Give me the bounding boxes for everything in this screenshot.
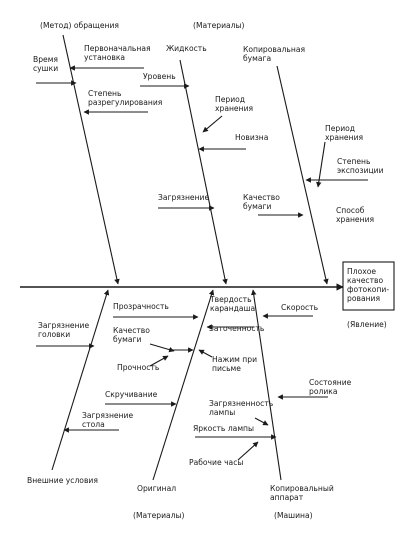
- drying-time-label-1: Время: [33, 55, 58, 64]
- pencil-hardness-label-2: карандаша: [210, 304, 255, 313]
- machine-bone: [251, 289, 282, 481]
- effect-line-4: рования: [347, 294, 380, 303]
- original-paper-quality-label-1: Качество: [113, 326, 150, 335]
- strength-label: Прочность: [117, 363, 160, 372]
- degree-unglue-label-2: разрегулирования: [88, 98, 162, 107]
- liquid-storage-label-2: хранения: [215, 104, 253, 113]
- speed-label: Скорость: [281, 303, 319, 312]
- liquid-label: Жидкость: [166, 44, 207, 53]
- paper-storage-label-2: хранения: [325, 133, 363, 142]
- novelty-label: Новизна: [235, 133, 268, 142]
- head-contamination-label-2: головки: [38, 330, 70, 339]
- initial-setup-label-1: Первоначальная: [84, 44, 151, 53]
- transparency-label: Прозрачность: [113, 302, 169, 311]
- copy-paper-quality-label-1: Качество: [243, 193, 280, 202]
- paper-storage-label-1: Период: [325, 124, 355, 133]
- lamp-contamination-arrow: [254, 417, 269, 426]
- machine-tag: (Машина): [274, 511, 313, 520]
- head-contamination-label-1: Загрязнение: [38, 321, 89, 330]
- liquid-storage-arrow: [202, 115, 223, 133]
- degree-unglue-label-1: Степень: [88, 89, 122, 98]
- method-bone: [62, 34, 120, 285]
- roller-state-label-1: Состояние: [309, 378, 352, 387]
- copy-paper-label-2: бумага: [243, 54, 271, 63]
- copier-label-1: Копировальный: [270, 484, 334, 493]
- copy-paper-label-1: Копировальная: [243, 45, 305, 54]
- operating-hours-arrow: [237, 441, 259, 461]
- original-paper-quality-label-2: бумаги: [113, 335, 142, 344]
- liquid-bone: [179, 59, 228, 285]
- roller-state-label-2: ролика: [309, 387, 338, 396]
- exposure-degree-label-1: Степень: [337, 157, 371, 166]
- external-bone: [51, 289, 110, 471]
- original-tag: (Материалы): [133, 511, 185, 520]
- original-label: Оригинал: [137, 484, 176, 493]
- curling-label: Скручивание: [105, 390, 158, 399]
- effect-line-1: Плохое: [347, 267, 376, 276]
- writing-pressure-label-1: Нажим при: [212, 355, 257, 364]
- copy-paper-quality-label-2: бумаги: [243, 202, 272, 211]
- storage-method-label-2: хранения: [336, 215, 374, 224]
- effect-line-3: фотокопи-: [347, 285, 389, 294]
- lamp-contamination-label-1: Загрязненность: [209, 399, 274, 408]
- lamp-contamination-label-2: лампы: [209, 408, 235, 417]
- writing-pressure-label-2: письме: [212, 364, 241, 373]
- storage-method-label-1: Способ: [336, 206, 365, 215]
- operating-hours-label: Рабочие часы: [189, 458, 243, 467]
- effect-tag: (Явление): [347, 320, 387, 329]
- external-conditions-label: Внешние условия: [27, 476, 98, 485]
- lamp-brightness-label: Яркость лампы: [193, 424, 254, 433]
- strength-arrow: [149, 355, 169, 367]
- effect-box: [342, 261, 395, 311]
- materials-category-label: (Материалы): [193, 21, 245, 30]
- liquid-storage-label-1: Период: [215, 95, 245, 104]
- table-contamination-label-1: Загрязнение: [82, 411, 133, 420]
- pencil-hardness-label-1: Твердость: [209, 295, 252, 304]
- copier-label-2: аппарат: [270, 493, 304, 502]
- liquid-contamination-label: Загрязнение: [158, 193, 209, 202]
- copy-paper-bone: [276, 65, 329, 285]
- drying-time-label-2: сушки: [33, 64, 58, 73]
- exposure-degree-label-2: экспозиции: [337, 166, 384, 175]
- method-category-label: (Метод) обращения: [40, 21, 119, 30]
- initial-setup-label-2: установка: [84, 53, 125, 62]
- sharpness-label: Заточенность: [209, 324, 265, 333]
- level-label: Уровень: [143, 72, 176, 81]
- effect-line-2: качество: [347, 276, 383, 285]
- table-contamination-label-2: стола: [82, 420, 105, 429]
- writing-pressure-arrow: [198, 349, 213, 358]
- original-bone: [152, 289, 215, 481]
